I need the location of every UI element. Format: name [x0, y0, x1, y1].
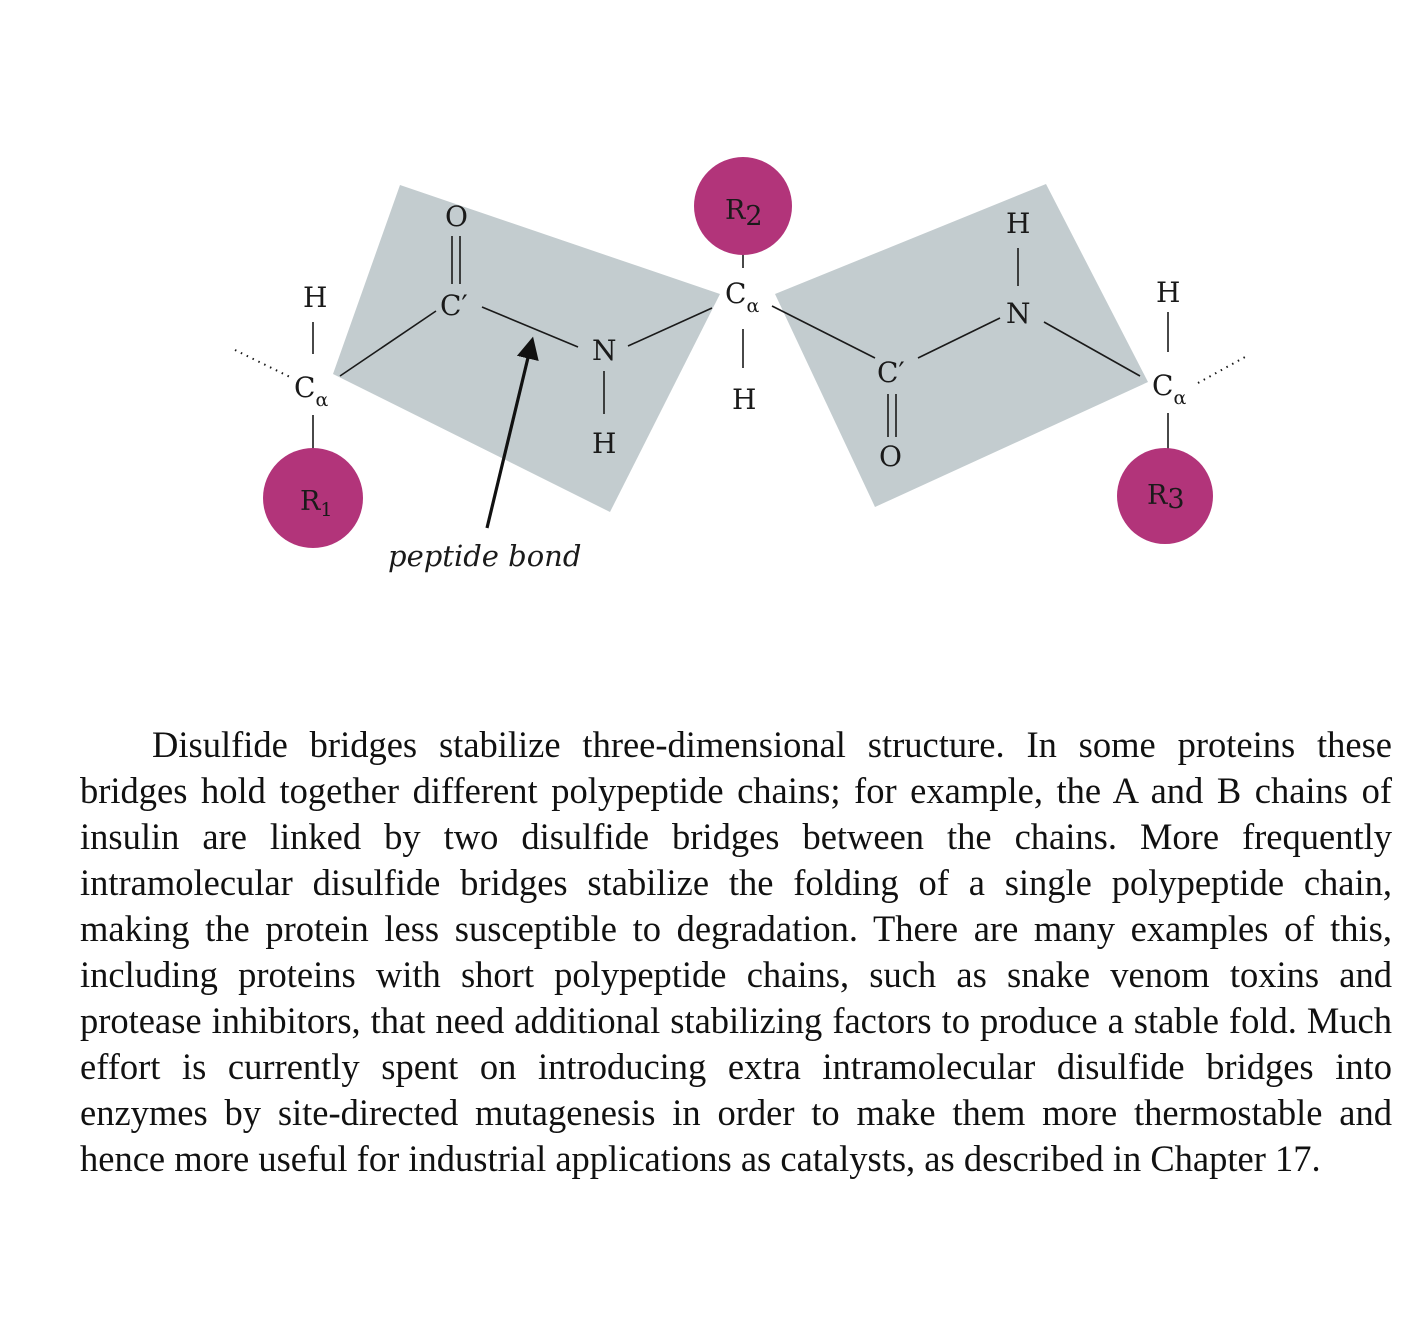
- ca3-atom: Cα: [1152, 369, 1186, 409]
- r1-label: R1: [300, 486, 332, 521]
- peptide-plane-right: [775, 184, 1148, 507]
- n-atom-1: N: [592, 334, 617, 367]
- h-atom-ca3: H: [1156, 276, 1180, 309]
- n-atom-2: N: [1006, 297, 1031, 330]
- body-paragraph: Disulfide bridges stabilize three-dimens…: [80, 724, 1392, 1179]
- r2-side-chain: [694, 157, 792, 255]
- h-atom-ca1: H: [303, 281, 327, 314]
- bond-n1-ca2: [627, 307, 713, 347]
- peptide-chain-diagram: R1 R2 R3 H Cα O C′ N H Cα H C′ O H N H C…: [234, 157, 1246, 573]
- r2-label: R2: [725, 195, 763, 232]
- bond-c2-n2: [917, 317, 1001, 359]
- bond-ca2-c2: [771, 305, 876, 359]
- r1-side-chain: [263, 448, 363, 548]
- chain-continuation-left: [234, 349, 293, 379]
- ca1-atom: Cα: [294, 371, 328, 411]
- bond-n2-ca3: [1043, 321, 1141, 377]
- peptide-bond-arrow: [485, 336, 539, 529]
- h-atom-n2: H: [1006, 207, 1030, 240]
- bond-c1-n1: [481, 306, 579, 348]
- h-atom-n1: H: [592, 427, 616, 460]
- peptide-plane-left: [333, 185, 720, 512]
- bond-ca1-c1: [339, 310, 437, 377]
- ca2-atom: Cα: [725, 277, 759, 317]
- o-atom-2: O: [879, 440, 902, 473]
- r3-side-chain: [1117, 448, 1213, 544]
- h-atom-ca2: H: [732, 383, 756, 416]
- peptide-bond-caption: peptide bond: [388, 539, 581, 573]
- chain-continuation-right: [1197, 356, 1246, 384]
- o-atom-1: O: [445, 200, 468, 233]
- r3-label: R3: [1147, 480, 1185, 515]
- c-prime-atom-2: C′: [877, 356, 905, 389]
- c-prime-atom-1: C′: [440, 289, 468, 322]
